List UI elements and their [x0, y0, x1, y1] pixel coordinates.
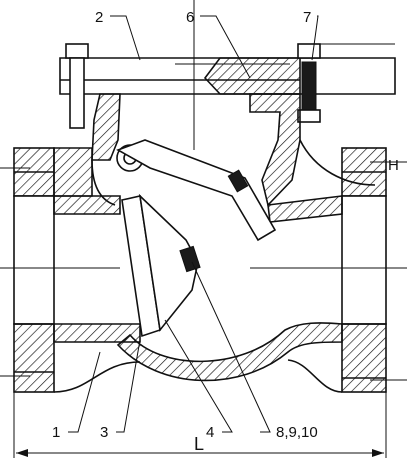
- label-parts-8-9-10: 8,9,10: [276, 424, 318, 441]
- label-dimension-h: H: [388, 157, 399, 174]
- right-flange: [341, 147, 387, 393]
- label-part-1: 1: [52, 424, 60, 441]
- leader-lines: [68, 15, 319, 433]
- valve-body-walls: [53, 147, 343, 393]
- centre-lines: [0, 0, 407, 381]
- label-part-2: 2: [95, 9, 103, 26]
- dimension-length: [13, 392, 387, 458]
- label-part-6: 6: [186, 9, 194, 26]
- label-part-3: 3: [100, 424, 108, 441]
- label-dimension-l: L: [194, 434, 204, 454]
- disc-assembly: [116, 139, 277, 338]
- bonnet-cover: [59, 43, 396, 129]
- left-flange: [13, 147, 55, 393]
- label-part-7: 7: [303, 9, 311, 26]
- label-part-4: 4: [206, 424, 214, 441]
